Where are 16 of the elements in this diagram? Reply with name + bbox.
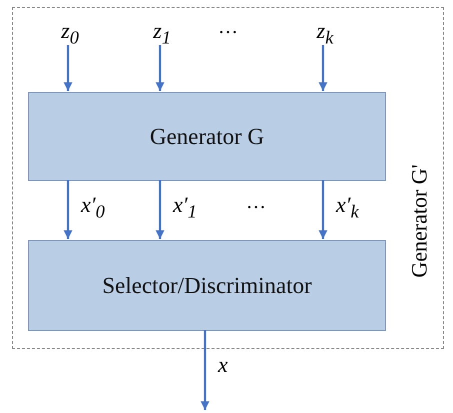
process-box: Selector/Discriminator — [28, 240, 386, 331]
arrow — [200, 330, 210, 410]
arrow — [156, 180, 164, 239]
group-title: Generator G' — [406, 164, 432, 278]
process-box: Generator G — [28, 92, 386, 181]
arrow — [64, 45, 72, 91]
dashed-group-box — [12, 7, 444, 349]
arrow — [318, 45, 328, 91]
variable-label: z$_{0}$ — [55, 18, 85, 46]
arrow — [64, 180, 72, 239]
ellipsis-label: … — [246, 192, 266, 212]
arrow — [318, 180, 328, 239]
variable-label: z$_{1}$ — [147, 18, 177, 46]
variable-label: z$_{k}$ — [310, 18, 340, 46]
ellipsis-label: … — [218, 17, 238, 37]
arrow — [156, 45, 164, 91]
